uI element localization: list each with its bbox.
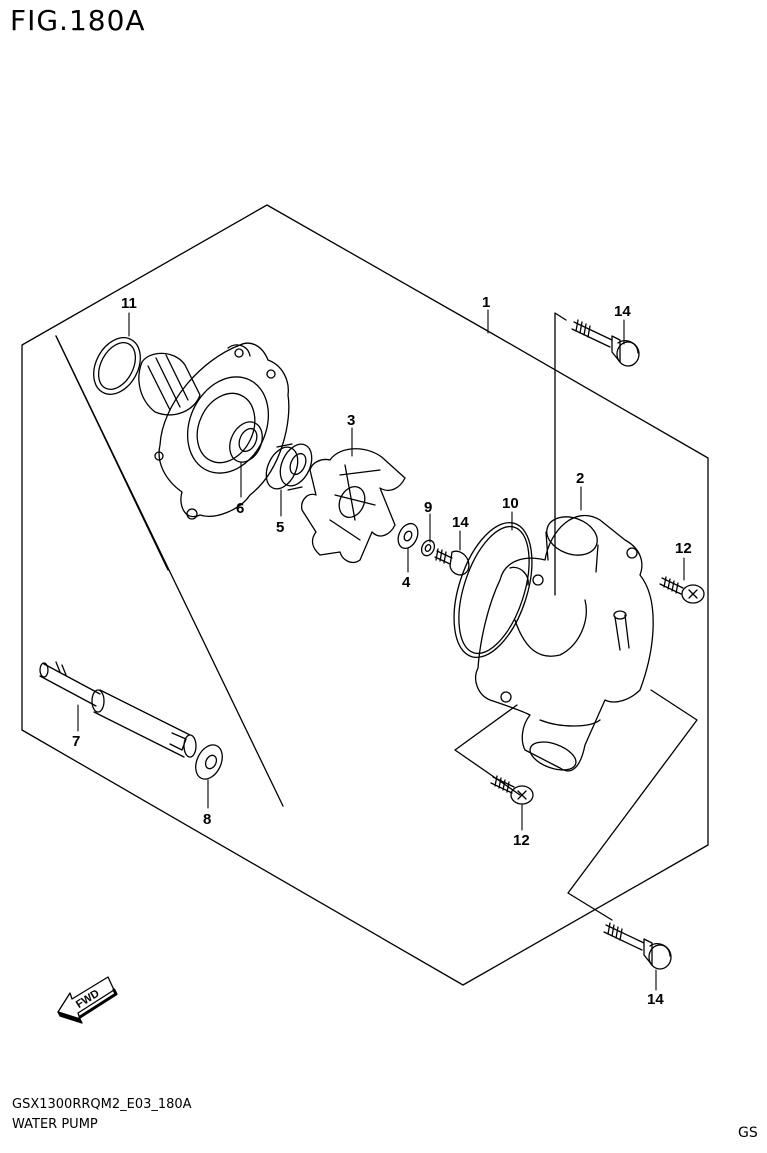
callout-4: 4 <box>402 574 411 591</box>
callout-2: 2 <box>576 470 584 487</box>
part-o-ring <box>93 337 141 395</box>
callout-11: 11 <box>121 295 137 312</box>
callout-12-upper: 12 <box>675 540 692 557</box>
part-case-bolt-upper <box>659 576 705 604</box>
part-pump-cover <box>138 342 290 520</box>
callout-10: 10 <box>502 495 519 512</box>
part-case-bolt-lower <box>490 775 534 805</box>
callout-5: 5 <box>276 519 284 536</box>
callout-labels: 11 1 14 3 2 6 5 10 9 14 12 4 7 8 12 14 <box>72 294 692 1008</box>
callout-1: 1 <box>482 294 490 311</box>
callout-12-lower: 12 <box>513 832 530 849</box>
callout-6: 6 <box>236 500 244 517</box>
callout-14-upper: 14 <box>614 303 631 320</box>
leader-lines <box>77 309 685 991</box>
fwd-arrow-icon: FWD <box>57 976 118 1024</box>
callout-8: 8 <box>203 811 211 828</box>
part-pump-case <box>475 514 654 772</box>
callout-9: 9 <box>424 499 432 516</box>
part-flange-bolt-lower <box>603 922 672 970</box>
part-mechanical-seal <box>265 443 313 491</box>
figure-code: GSX1300RRQM2_E03_180A <box>12 1097 192 1112</box>
figure-title: FIG.180A <box>10 4 146 37</box>
part-washer <box>397 522 419 550</box>
part-small-washer <box>420 539 436 557</box>
callout-7: 7 <box>72 733 80 750</box>
part-gasket <box>453 521 533 659</box>
assembly-outline <box>21 204 709 986</box>
callout-13: 14 <box>452 514 469 531</box>
region-code: GS <box>738 1125 758 1141</box>
part-impeller <box>301 448 406 564</box>
part-impeller-bolt <box>434 548 470 576</box>
part-pump-shaft <box>39 661 197 758</box>
callout-3: 3 <box>347 412 355 429</box>
part-flange-bolt-upper <box>571 319 640 367</box>
part-seal <box>229 421 263 463</box>
part-shaft-washer <box>195 744 223 780</box>
callout-14-lower: 14 <box>647 991 664 1008</box>
figure-name: WATER PUMP <box>12 1117 98 1132</box>
